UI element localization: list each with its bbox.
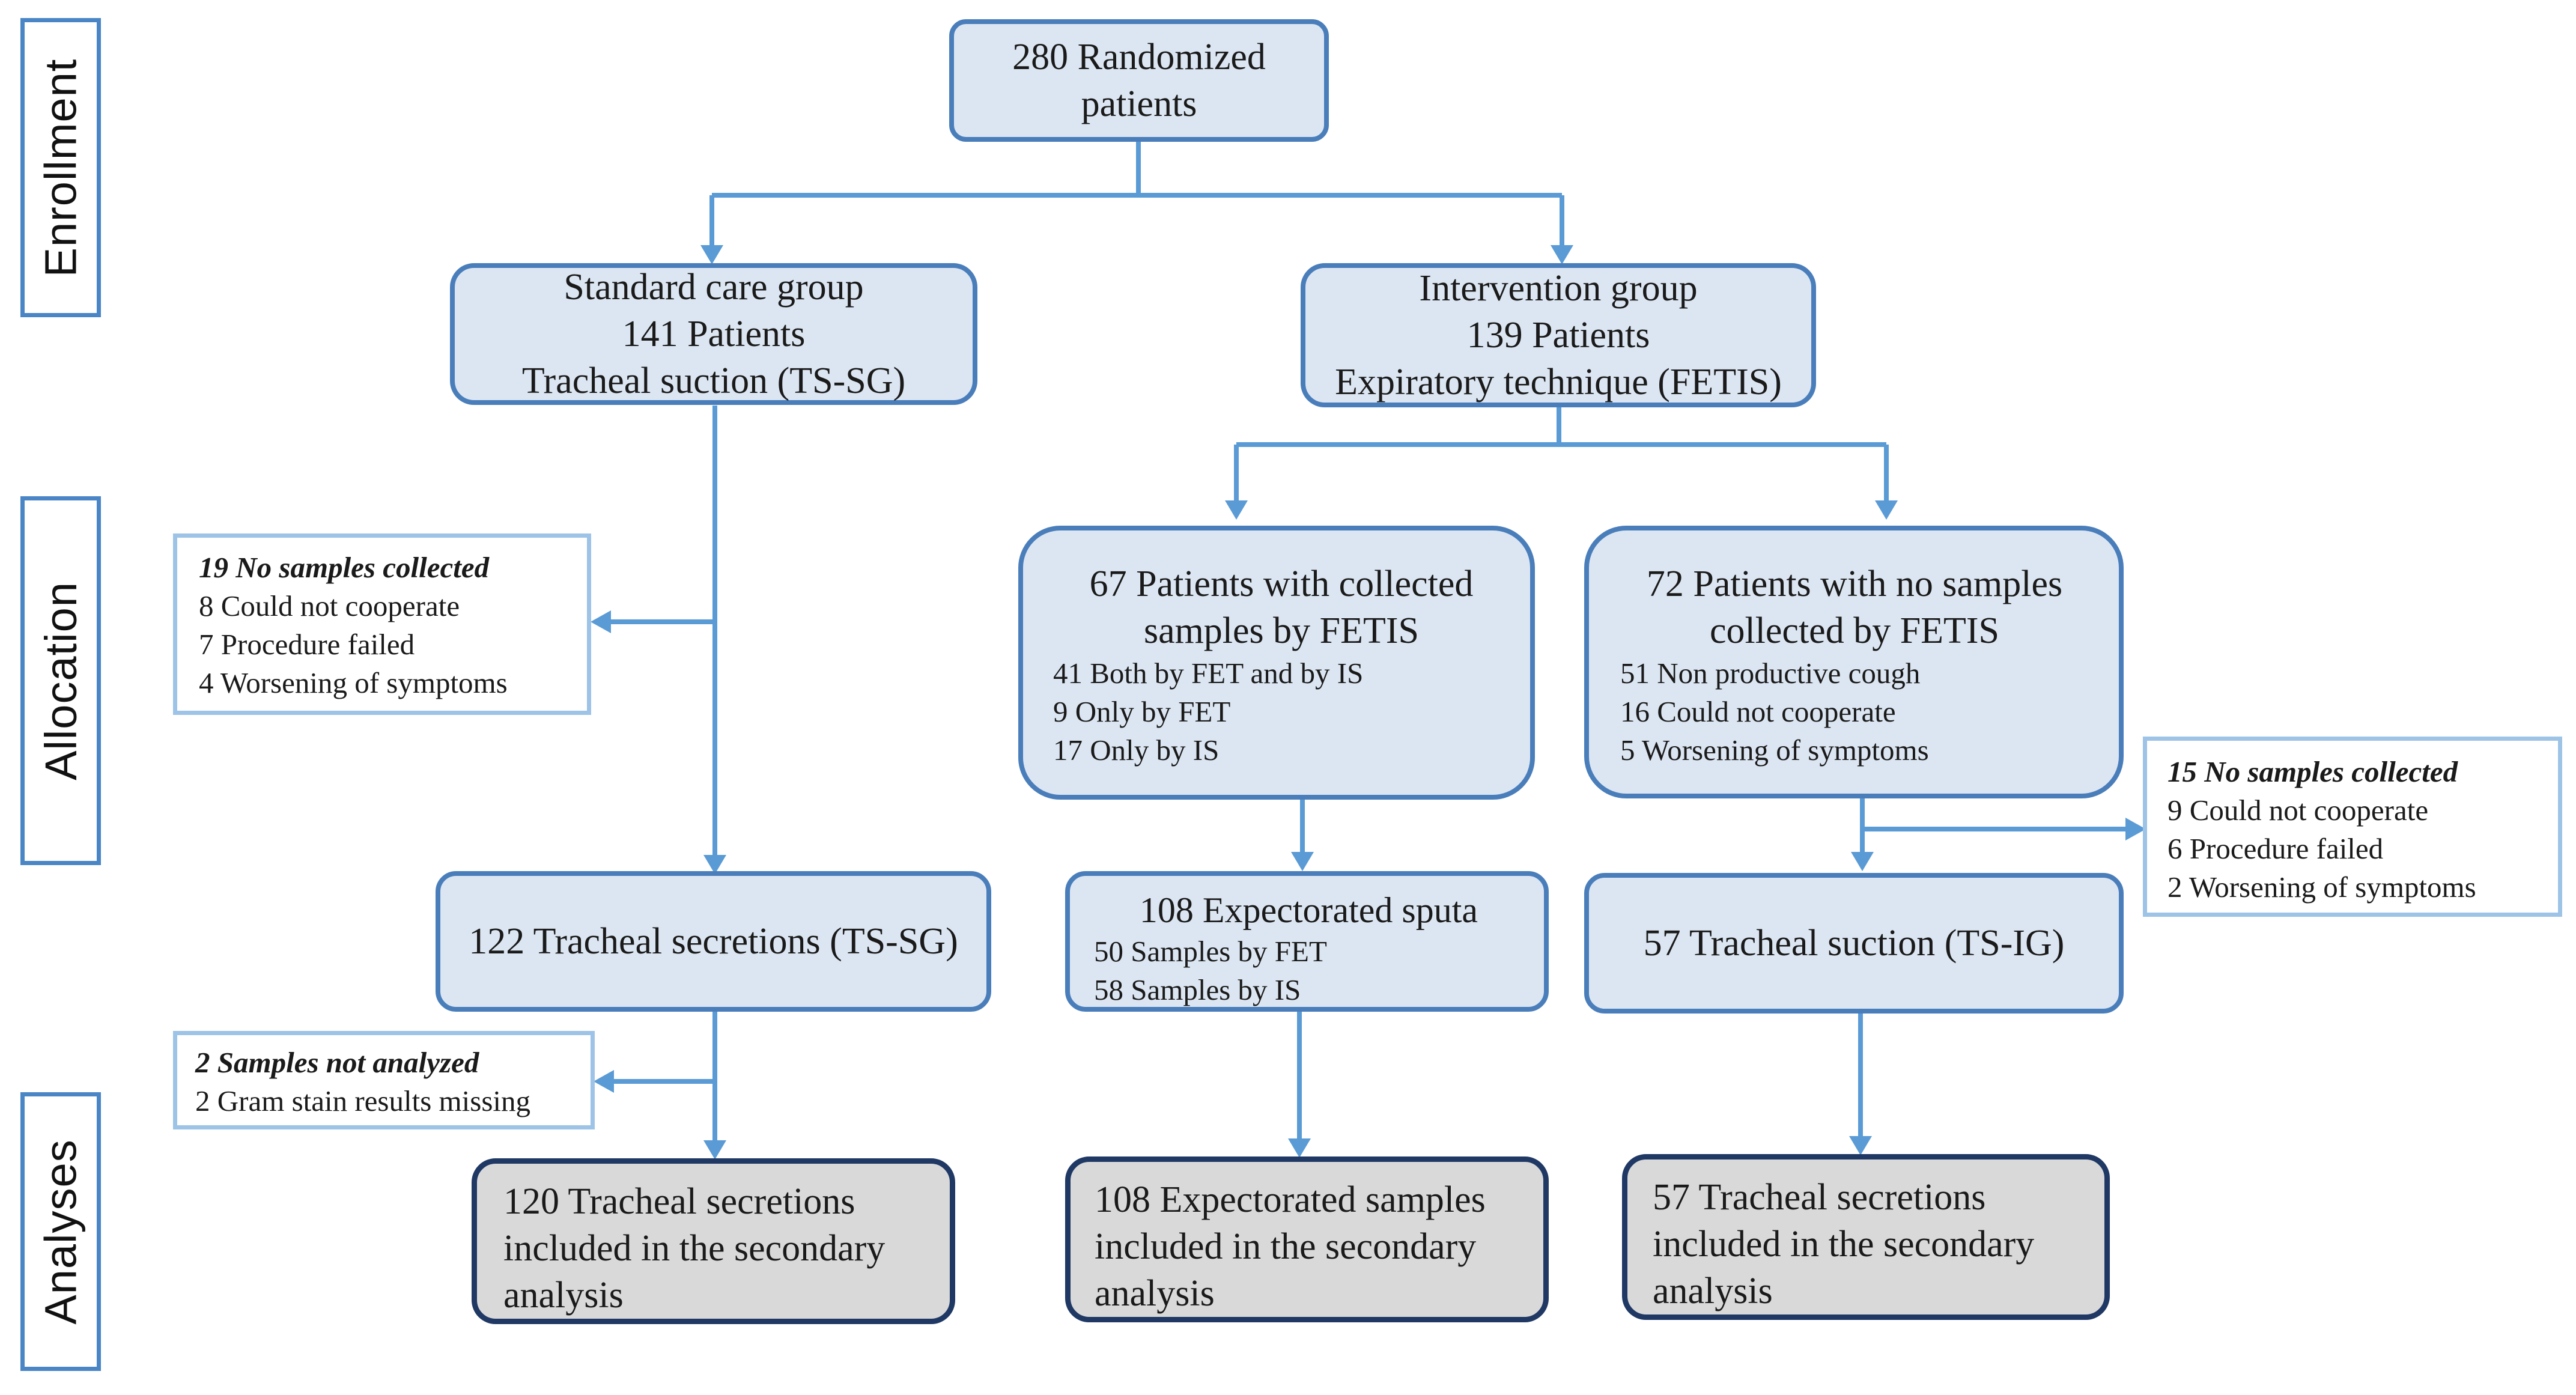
fetis-collected-box: 67 Patients with collected samples by FE… [1018, 526, 1535, 800]
standard-no-samples-title: 19 No samples collected [199, 551, 490, 584]
final-expectorated-line: 108 Expectorated samples [1095, 1179, 1486, 1220]
samples-not-analyzed-title: 2 Samples not analyzed [195, 1046, 479, 1079]
allocation-label-text: Allocation [35, 581, 86, 780]
intervention-group-title: Intervention group [1419, 268, 1698, 309]
tracheal-secretions-sg-label: 122 Tracheal secretions (TS-SG) [469, 921, 958, 962]
samples-not-analyzed-box: 2 Samples not analyzed 2 Gram stain resu… [173, 1031, 595, 1129]
standard-no-samples-item: 8 Could not cooperate [199, 589, 460, 622]
final-tracheal-sg-line: 120 Tracheal secretions [503, 1181, 855, 1222]
final-expectorated-box: 108 Expectorated samples included in the… [1065, 1156, 1549, 1322]
analyses-label-text: Analyses [35, 1138, 86, 1325]
final-tracheal-sg-line: analysis [503, 1275, 624, 1316]
standard-group-method: Tracheal suction (TS-SG) [521, 360, 906, 401]
expectorated-sputa-title: 108 Expectorated sputa [1139, 890, 1478, 930]
fetis-not-collected-line-1: 72 Patients with no samples [1646, 564, 2063, 604]
randomized-box: 280 Randomized patients [949, 19, 1329, 142]
final-expectorated-line: analysis [1095, 1273, 1215, 1314]
standard-group-title: Standard care group [564, 267, 864, 308]
enrollment-phase-label: Enrollment [20, 18, 101, 317]
intervention-no-samples-item: 9 Could not cooperate [2167, 794, 2429, 827]
samples-not-analyzed-item: 2 Gram stain results missing [195, 1084, 531, 1117]
intervention-group-method: Expiratory technique (FETIS) [1335, 362, 1782, 403]
enrollment-label-text: Enrollment [35, 58, 86, 277]
fetis-not-collected-box: 72 Patients with no samples collected by… [1584, 526, 2124, 798]
expectorated-sputa-box: 108 Expectorated sputa 50 Samples by FET… [1065, 871, 1549, 1012]
final-tracheal-ig-line: included in the secondary [1653, 1224, 2035, 1265]
fetis-collected-item: 9 Only by FET [1053, 695, 1231, 728]
standard-group-count: 141 Patients [622, 314, 806, 354]
expectorated-sputa-item: 50 Samples by FET [1094, 935, 1327, 968]
final-tracheal-ig-box: 57 Tracheal secretions included in the s… [1622, 1154, 2110, 1320]
standard-care-group-box: Standard care group 141 Patients Trachea… [450, 263, 977, 405]
final-tracheal-sg-box: 120 Tracheal secretions included in the … [472, 1158, 955, 1324]
standard-no-samples-item: 7 Procedure failed [199, 628, 415, 661]
intervention-no-samples-item: 2 Worsening of symptoms [2167, 871, 2476, 904]
fetis-not-collected-item: 5 Worsening of symptoms [1620, 734, 1929, 767]
final-tracheal-ig-line: analysis [1653, 1271, 1773, 1311]
tracheal-suction-ig-box: 57 Tracheal suction (TS-IG) [1584, 873, 2124, 1014]
randomized-line-2: patients [1081, 84, 1197, 124]
intervention-group-count: 139 Patients [1466, 315, 1650, 356]
allocation-phase-label: Allocation [20, 496, 101, 865]
expectorated-sputa-item: 58 Samples by IS [1094, 973, 1301, 1006]
fetis-not-collected-line-2: collected by FETIS [1709, 610, 2000, 651]
tracheal-suction-ig-label: 57 Tracheal suction (TS-IG) [1643, 923, 2065, 964]
fetis-collected-line-2: samples by FETIS [1143, 610, 1420, 651]
final-tracheal-ig-line: 57 Tracheal secretions [1653, 1177, 1986, 1218]
intervention-no-samples-item: 6 Procedure failed [2167, 832, 2384, 865]
fetis-collected-item: 41 Both by FET and by IS [1053, 657, 1364, 690]
final-tracheal-sg-line: included in the secondary [503, 1228, 886, 1269]
tracheal-secretions-sg-box: 122 Tracheal secretions (TS-SG) [436, 871, 991, 1012]
intervention-no-samples-title: 15 No samples collected [2167, 755, 2458, 788]
intervention-group-box: Intervention group 139 Patients Expirato… [1301, 263, 1816, 407]
analyses-phase-label: Analyses [20, 1092, 101, 1371]
randomized-line-1: 280 Randomized [1012, 37, 1266, 78]
fetis-collected-line-1: 67 Patients with collected [1089, 564, 1474, 604]
standard-no-samples-box: 19 No samples collected 8 Could not coop… [173, 533, 591, 715]
fetis-not-collected-item: 16 Could not cooperate [1620, 695, 1896, 728]
standard-no-samples-item: 4 Worsening of symptoms [199, 666, 508, 699]
final-expectorated-line: included in the secondary [1095, 1226, 1477, 1267]
fetis-collected-item: 17 Only by IS [1053, 734, 1220, 767]
intervention-no-samples-box: 15 No samples collected 9 Could not coop… [2143, 737, 2562, 917]
fetis-not-collected-item: 51 Non productive cough [1620, 657, 1921, 690]
